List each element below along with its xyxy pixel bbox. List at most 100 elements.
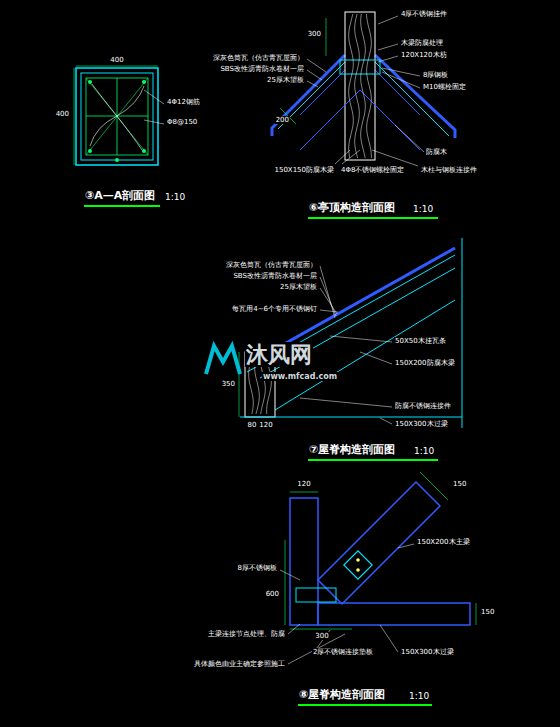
view-title: ⑦屋脊构造剖面图 — [308, 444, 396, 457]
callout-label: 150X150防腐木梁 — [273, 166, 335, 174]
callout-label: 150X300木过梁 — [400, 648, 455, 656]
view-title: ⑧屋脊构造剖面图 — [298, 689, 386, 702]
callout-label: 150X200木主梁 — [416, 538, 471, 546]
callout-label: Φ8@150 — [166, 118, 198, 126]
ridge-joint-section-stroke — [285, 540, 286, 625]
column-section-stroke — [115, 158, 119, 162]
roof-top-section-stroke — [300, 90, 360, 150]
ridge-joint-section-stroke — [318, 603, 470, 625]
ridge-joint-section-stroke — [290, 629, 352, 630]
roof-top-section-stroke — [308, 217, 438, 219]
ridge-joint-section-stroke — [298, 704, 432, 706]
column-section-stroke — [142, 149, 146, 153]
scale-label: 1:10 — [412, 204, 434, 214]
dimension: 400 — [109, 56, 124, 64]
callout-label: 150X200防腐木梁 — [394, 359, 456, 367]
wood-grain-stroke — [349, 14, 354, 158]
roof-top-section-stroke — [345, 12, 375, 160]
column-section-stroke — [144, 120, 164, 124]
callout-label: 50X50木挂瓦条 — [394, 337, 447, 345]
roof-top-section-stroke — [335, 125, 424, 166]
callout-label: 4Φ12钢筋 — [166, 98, 201, 106]
view-title: ③A—A剖面图 — [84, 190, 156, 203]
ridge-joint-section-stroke — [290, 492, 318, 493]
column-section-stroke — [88, 149, 92, 153]
ridge-joint-section-stroke — [356, 568, 360, 572]
ridge-joint-section-stroke — [296, 588, 336, 602]
callout-label: 4Φ8不锈钢螺栓固定 — [340, 166, 405, 174]
scale-label: 1:10 — [413, 446, 435, 456]
column-section-stroke — [84, 205, 160, 207]
ridge-joint-section-stroke — [280, 544, 414, 664]
watermark-logo-stroke — [206, 346, 240, 374]
ridge-section-7-stroke — [239, 352, 240, 417]
column-section-stroke — [90, 84, 144, 150]
wood-grain-stroke — [355, 14, 360, 158]
column-section-stroke — [144, 90, 164, 104]
column-section-stroke — [86, 78, 148, 155]
callout-label: 8厚钢板 — [422, 71, 449, 79]
watermark-logo — [206, 346, 240, 374]
ridge-joint-section — [280, 472, 476, 705]
callout-label: 防腐不锈钢连接件 — [394, 402, 452, 410]
column-section-stroke — [81, 73, 153, 160]
callout-label: 8厚不锈钢板 — [237, 564, 278, 572]
callout-label: 主梁连接节点处理、防腐 — [207, 630, 286, 638]
column-section — [74, 66, 164, 206]
roof-top-section-stroke — [340, 60, 380, 74]
callout-label: 木柱与钢板连接件 — [420, 166, 478, 174]
dimension: 300 — [314, 632, 329, 640]
ridge-joint-section-stroke — [290, 498, 318, 625]
dimension: 200 — [275, 116, 290, 124]
callout-label: SBS改性沥青防水卷材一层 — [219, 65, 305, 73]
roof-top-section-stroke — [278, 62, 449, 136]
dimension: 400 — [55, 110, 70, 118]
callout-label: 150X300木过梁 — [394, 420, 449, 428]
ridge-joint-section-stroke — [420, 472, 448, 500]
callout-label: 25厚木望板 — [266, 76, 305, 84]
wood-grain-stroke — [361, 14, 366, 158]
column-section-stroke — [86, 78, 148, 155]
column-section-stroke — [86, 78, 148, 155]
callout-label: 120X120木枋 — [400, 51, 448, 59]
dimension: 600 — [265, 590, 280, 598]
ridge-joint-section-stroke — [344, 551, 372, 579]
watermark: 沐风网 — [245, 342, 313, 367]
watermark: www.mfcad.com — [262, 372, 338, 381]
dimension: 120 — [296, 480, 311, 488]
ridge-section-7-stroke — [320, 266, 338, 318]
roof-top-section-stroke — [307, 59, 326, 87]
dimension: 150 — [452, 480, 467, 488]
callout-label: 具体颜色由业主确定参照施工 — [193, 660, 286, 668]
ridge-section-7-stroke — [462, 238, 463, 428]
scale-label: 1:10 — [408, 691, 430, 701]
column-section-stroke — [142, 80, 146, 84]
callout-label: 每瓦用4~6个专用不锈钢钉 — [231, 305, 318, 313]
dimension: 120 — [258, 421, 273, 429]
wood-grain-stroke — [367, 14, 372, 158]
ridge-section-7-stroke — [240, 417, 462, 418]
column-section-stroke — [76, 66, 158, 67]
column-section-stroke — [76, 68, 158, 165]
callout-label: 防腐木 — [425, 148, 448, 156]
callout-label: 木梁防腐处理 — [400, 39, 444, 47]
roof-top-section-stroke — [326, 18, 327, 56]
callout-label: 深灰色筒瓦（仿古青瓦屋面） — [225, 261, 318, 269]
ridge-joint-section-stroke — [356, 558, 360, 562]
roof-top-section-stroke — [300, 70, 420, 115]
callout-label: M10螺栓固定 — [422, 83, 467, 91]
dimension: 80 — [247, 421, 258, 429]
ridge-joint-section-stroke — [476, 603, 477, 625]
dimension: 300 — [307, 30, 322, 38]
callout-label: 2厚不锈钢连接垫板 — [312, 648, 374, 656]
callout-label: 4厚不锈钢挂件 — [400, 10, 448, 18]
callout-label: 深灰色筒瓦（仿古青瓦屋面） — [212, 54, 305, 62]
roof-top-section — [272, 12, 455, 218]
ridge-section-7-stroke — [308, 459, 438, 461]
dimension: 150 — [480, 608, 495, 616]
column-section-stroke — [88, 80, 92, 84]
view-title: ⑥亭顶构造剖面图 — [308, 202, 396, 215]
column-section-stroke — [74, 68, 75, 165]
callout-label: 25厚木望板 — [279, 283, 318, 291]
